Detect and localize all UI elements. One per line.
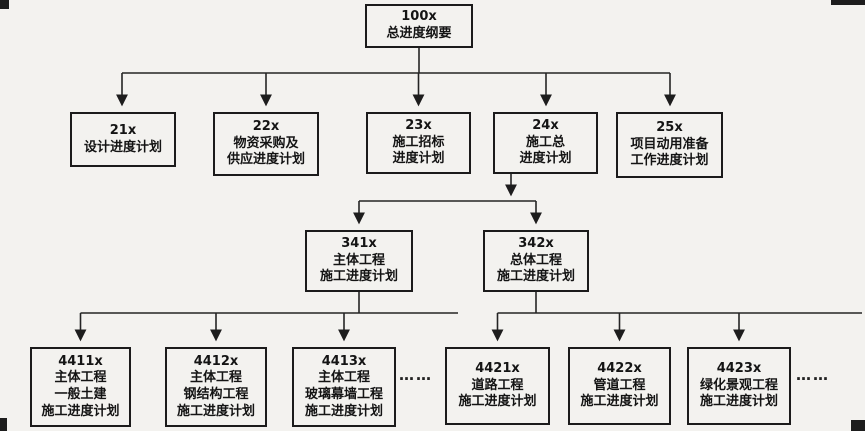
node-label-line: 施工进度计划 bbox=[496, 269, 575, 285]
node-label-line: 进度计划 bbox=[519, 151, 572, 167]
node-4411x: 4411x 主体工程 一般土建 施工进度计划 bbox=[30, 347, 131, 427]
node-4421x: 4421x 道路工程 施工进度计划 bbox=[445, 347, 550, 425]
node-label-line: 供应进度计划 bbox=[226, 152, 305, 168]
node-label-line: 道路工程 bbox=[471, 377, 524, 393]
node-label-line: 工作进度计划 bbox=[630, 153, 709, 169]
node-code: 21x bbox=[109, 122, 137, 138]
ellipsis-right: …… bbox=[796, 366, 830, 384]
node-label-line: 设计进度计划 bbox=[83, 139, 162, 155]
node-code: 4422x bbox=[597, 361, 642, 377]
node-label-line: 一般土建 bbox=[54, 387, 107, 402]
node-label-line: 施工进度计划 bbox=[699, 394, 778, 410]
scan-artifact-top-left bbox=[0, 0, 9, 9]
node-21x: 21x 设计进度计划 bbox=[70, 112, 176, 167]
node-code: 22x bbox=[252, 119, 280, 135]
node-code: 341x bbox=[341, 236, 377, 252]
node-341x: 341x 主体工程 施工进度计划 bbox=[305, 230, 413, 292]
node-label-line: 主体工程 bbox=[189, 370, 242, 386]
node-23x: 23x 施工招标 进度计划 bbox=[366, 112, 471, 174]
node-code: 4412x bbox=[193, 353, 239, 369]
node-code: 23x bbox=[405, 118, 432, 134]
scan-artifact-bottom-left bbox=[0, 418, 7, 431]
node-label-line: 物资采购及 bbox=[233, 135, 299, 151]
node-label-line: 施工进度计划 bbox=[580, 394, 659, 410]
node-4422x: 4422x 管道工程 施工进度计划 bbox=[568, 347, 671, 425]
node-label-line: 施工进度计划 bbox=[41, 403, 120, 419]
node-24x: 24x 施工总 进度计划 bbox=[493, 112, 598, 174]
node-label-line: 主体工程 bbox=[317, 370, 370, 386]
node-label-line: 绿化景观工程 bbox=[699, 377, 778, 393]
node-code: 4421x bbox=[475, 361, 520, 377]
scan-artifact-bottom-right bbox=[851, 420, 865, 431]
ellipsis-left: …… bbox=[399, 366, 433, 384]
node-label-line: 总体工程 bbox=[509, 252, 562, 268]
node-4423x: 4423x 绿化景观工程 施工进度计划 bbox=[687, 347, 791, 425]
node-code: 25x bbox=[656, 120, 683, 136]
node-4413x: 4413x 主体工程 玻璃幕墙工程 施工进度计划 bbox=[292, 347, 396, 427]
node-label-line: 主体工程 bbox=[54, 370, 107, 386]
node-label-line: 施工总 bbox=[525, 134, 565, 150]
node-code: 4411x bbox=[58, 353, 103, 369]
node-code: 4413x bbox=[321, 353, 367, 369]
node-4412x: 4412x 主体工程 钢结构工程 施工进度计划 bbox=[165, 347, 267, 427]
node-100x: 100x 总进度纲要 bbox=[365, 4, 473, 48]
node-code: 24x bbox=[532, 118, 559, 134]
scan-artifact-top-right bbox=[831, 0, 865, 5]
node-label-line: 项目动用准备 bbox=[630, 136, 709, 152]
node-code: 4423x bbox=[716, 361, 762, 377]
node-code: 342x bbox=[518, 236, 554, 252]
node-label-line: 施工进度计划 bbox=[458, 394, 537, 410]
node-label-line: 总进度纲要 bbox=[386, 26, 452, 41]
node-label-line: 施工进度计划 bbox=[319, 269, 398, 285]
node-label-line: 主体工程 bbox=[332, 252, 385, 268]
node-22x: 22x 物资采购及 供应进度计划 bbox=[213, 112, 319, 176]
node-label-line: 施工招标 bbox=[392, 134, 445, 150]
node-code: 100x bbox=[401, 9, 437, 25]
node-label-line: 施工进度计划 bbox=[304, 403, 383, 419]
node-342x: 342x 总体工程 施工进度计划 bbox=[483, 230, 589, 292]
node-label-line: 进度计划 bbox=[392, 151, 445, 167]
node-label-line: 玻璃幕墙工程 bbox=[304, 387, 383, 402]
node-label-line: 管道工程 bbox=[593, 377, 646, 393]
node-label-line: 钢结构工程 bbox=[183, 387, 249, 402]
node-25x: 25x 项目动用准备 工作进度计划 bbox=[616, 112, 723, 178]
node-label-line: 施工进度计划 bbox=[176, 403, 255, 419]
